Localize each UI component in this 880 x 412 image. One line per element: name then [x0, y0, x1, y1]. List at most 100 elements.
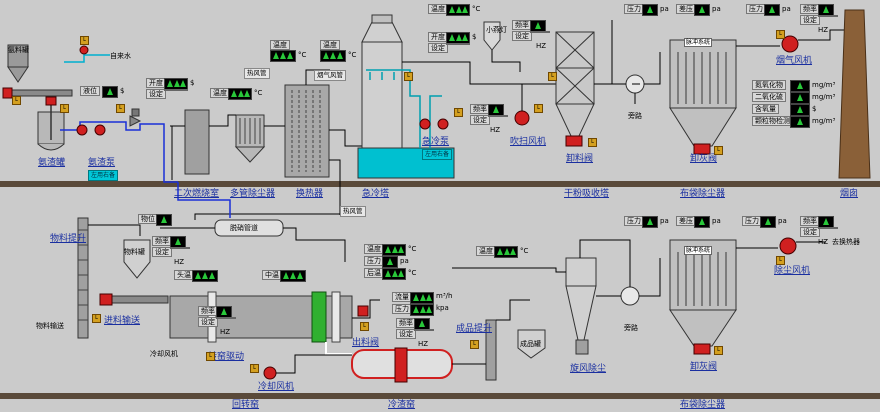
- flow-label: 流量: [392, 292, 412, 302]
- upper-floor-line: [0, 181, 880, 187]
- ammonia-tank-link[interactable]: 氨渣罐: [38, 158, 66, 168]
- lamp-exhaust-fan[interactable]: L: [776, 30, 785, 39]
- quench-standby-button[interactable]: 左用右备: [422, 149, 453, 160]
- to-exchanger-label: 去换热器: [832, 238, 860, 246]
- blower-fan: [514, 110, 530, 126]
- lamp-quench[interactable]: L: [404, 72, 413, 81]
- cyclone-link[interactable]: 旋风除尘: [570, 364, 607, 374]
- lamp-dust-fan[interactable]: L: [776, 256, 785, 265]
- diffp-unit-bottom: pa: [712, 217, 721, 225]
- pressure-unit-absorber: pa: [660, 5, 669, 13]
- cooling-kiln-link[interactable]: 冷渣窑: [388, 400, 416, 410]
- flow-unit: m³/h: [436, 292, 453, 300]
- chimney-link[interactable]: 烟囱: [840, 189, 859, 199]
- so2-unit: mg/m³: [812, 93, 836, 101]
- feed-bin-label: 物料罐: [124, 248, 145, 256]
- temp-unit-quench-top: °C: [472, 5, 481, 13]
- lamp-ammonia-pump[interactable]: L: [116, 104, 125, 113]
- secondary-chamber-body: [184, 109, 210, 175]
- set-label-feed: 设定: [152, 247, 172, 257]
- pressure-unit-bottom-bag: pa: [660, 217, 669, 225]
- ammonia-pump-link[interactable]: 氨渣泵: [88, 158, 116, 168]
- temp-unit-quench-in: °C: [348, 51, 357, 59]
- lamp-unloader[interactable]: L: [588, 138, 597, 147]
- ammonia-pump-b: [94, 124, 106, 136]
- material-level-label: 物位: [138, 214, 158, 224]
- liquid-level-label: 液位: [80, 86, 100, 96]
- pressure-label-kiln: 压力: [364, 256, 384, 266]
- lamp-water-valve[interactable]: L: [80, 36, 89, 45]
- freq-label-quench: 频率: [470, 104, 490, 114]
- absorber-unloader-link[interactable]: 卸料阀: [566, 154, 594, 164]
- so2-display: [790, 92, 810, 104]
- tail-temp-display: [382, 268, 406, 280]
- set-input-dust-fan[interactable]: [818, 227, 838, 229]
- top-dust-valve-link[interactable]: 卸灰阀: [690, 154, 718, 164]
- lamp-product-lift[interactable]: L: [470, 340, 479, 349]
- temp-label-exchanger: 温度: [270, 40, 290, 50]
- set-label-top1: 设定: [146, 89, 166, 99]
- freq-label-feed: 频率: [152, 236, 172, 246]
- lamp-feed-conveyor[interactable]: L: [92, 314, 101, 323]
- multitube-link[interactable]: 多管除尘器: [230, 189, 276, 199]
- lamp-mixer[interactable]: L: [60, 104, 69, 113]
- top-bypass-label: 旁路: [628, 112, 642, 120]
- set-input-kiln[interactable]: [216, 317, 236, 319]
- regulating-valve-top: [129, 115, 142, 127]
- small-fan-label: 小燕灯: [486, 26, 507, 34]
- product-lift-link[interactable]: 成品提升: [456, 324, 493, 334]
- mid-temp-label: 中温: [262, 270, 282, 280]
- feed-conveyor-link[interactable]: 进料输送: [104, 316, 141, 326]
- set-input-feed[interactable]: [170, 247, 190, 249]
- dry-absorber-link[interactable]: 干粉吸收塔: [564, 189, 610, 199]
- rotary-kiln-link[interactable]: 回转窑: [232, 400, 260, 410]
- freq-unit-feed: HZ: [174, 258, 185, 266]
- exhaust-fan-link[interactable]: 烟气风机: [776, 56, 813, 66]
- tail-temp-unit: °C: [408, 269, 417, 277]
- lamp-top-dust[interactable]: L: [714, 146, 723, 155]
- bottom-hot-air-tag: 热风管: [340, 206, 366, 217]
- bottom-dust-valve-link[interactable]: 卸灰阀: [690, 362, 718, 372]
- set-input-quench-freq[interactable]: [488, 115, 508, 117]
- lamp-kiln-fan[interactable]: L: [250, 364, 259, 373]
- lamp-kiln-drive[interactable]: L: [206, 352, 215, 361]
- material-lift-link[interactable]: 物料提升: [50, 234, 87, 244]
- top-bag-filter-link[interactable]: 布袋除尘器: [680, 189, 726, 199]
- temp-display-cyclone: [494, 246, 518, 258]
- kiln-drive-link[interactable]: 转窑驱动: [208, 352, 245, 362]
- lamp-discharge[interactable]: L: [360, 322, 369, 331]
- lamp-absorber[interactable]: L: [548, 72, 557, 81]
- set-input-cool[interactable]: [414, 329, 434, 331]
- set-input-fan[interactable]: [818, 15, 838, 17]
- set-input-quench[interactable]: [446, 43, 470, 45]
- quench-tower-body: [361, 41, 403, 153]
- kiln-fan-link[interactable]: 冷却风机: [258, 382, 295, 392]
- dust-fan-link[interactable]: 除尘风机: [774, 266, 811, 276]
- lamp-blower[interactable]: L: [534, 104, 543, 113]
- freq-display-dust-fan: [818, 216, 834, 228]
- secondary-chamber-link[interactable]: 二次燃烧室: [174, 189, 220, 199]
- bottom-bypass-valve: [620, 286, 640, 306]
- top-bag-header: 脉冲系统: [684, 38, 713, 47]
- top-standby-button[interactable]: 左用右备: [88, 170, 119, 181]
- pressure-unit-kiln: pa: [400, 257, 409, 265]
- lamp-top-screw[interactable]: L: [12, 96, 21, 105]
- particulate-unit: mg/m³: [812, 117, 836, 125]
- blower-link[interactable]: 吹扫风机: [510, 137, 547, 147]
- material-conveyor-label: 物料输送: [36, 322, 64, 330]
- set-input-small[interactable]: [530, 31, 550, 33]
- heat-exchanger-link[interactable]: 换热器: [296, 189, 324, 199]
- set-input-top1[interactable]: [164, 89, 188, 91]
- freq-unit-dust-fan: HZ: [818, 238, 829, 246]
- lamp-quench-pump[interactable]: L: [454, 108, 463, 117]
- lamp-bottom-dust[interactable]: L: [714, 346, 723, 355]
- top-screw-motor: [2, 87, 13, 99]
- set-label-quench: 设定: [428, 43, 448, 53]
- bottom-bag-filter-link[interactable]: 布袋除尘器: [680, 400, 726, 410]
- temp-label-cyclone: 温度: [476, 246, 496, 256]
- quench-tower-link[interactable]: 急冷塔: [362, 189, 390, 199]
- quench-pump-link[interactable]: 急冷泵: [422, 137, 450, 147]
- discharge-valve-link[interactable]: 出料阀: [352, 338, 380, 348]
- material-lift-body: [77, 217, 89, 339]
